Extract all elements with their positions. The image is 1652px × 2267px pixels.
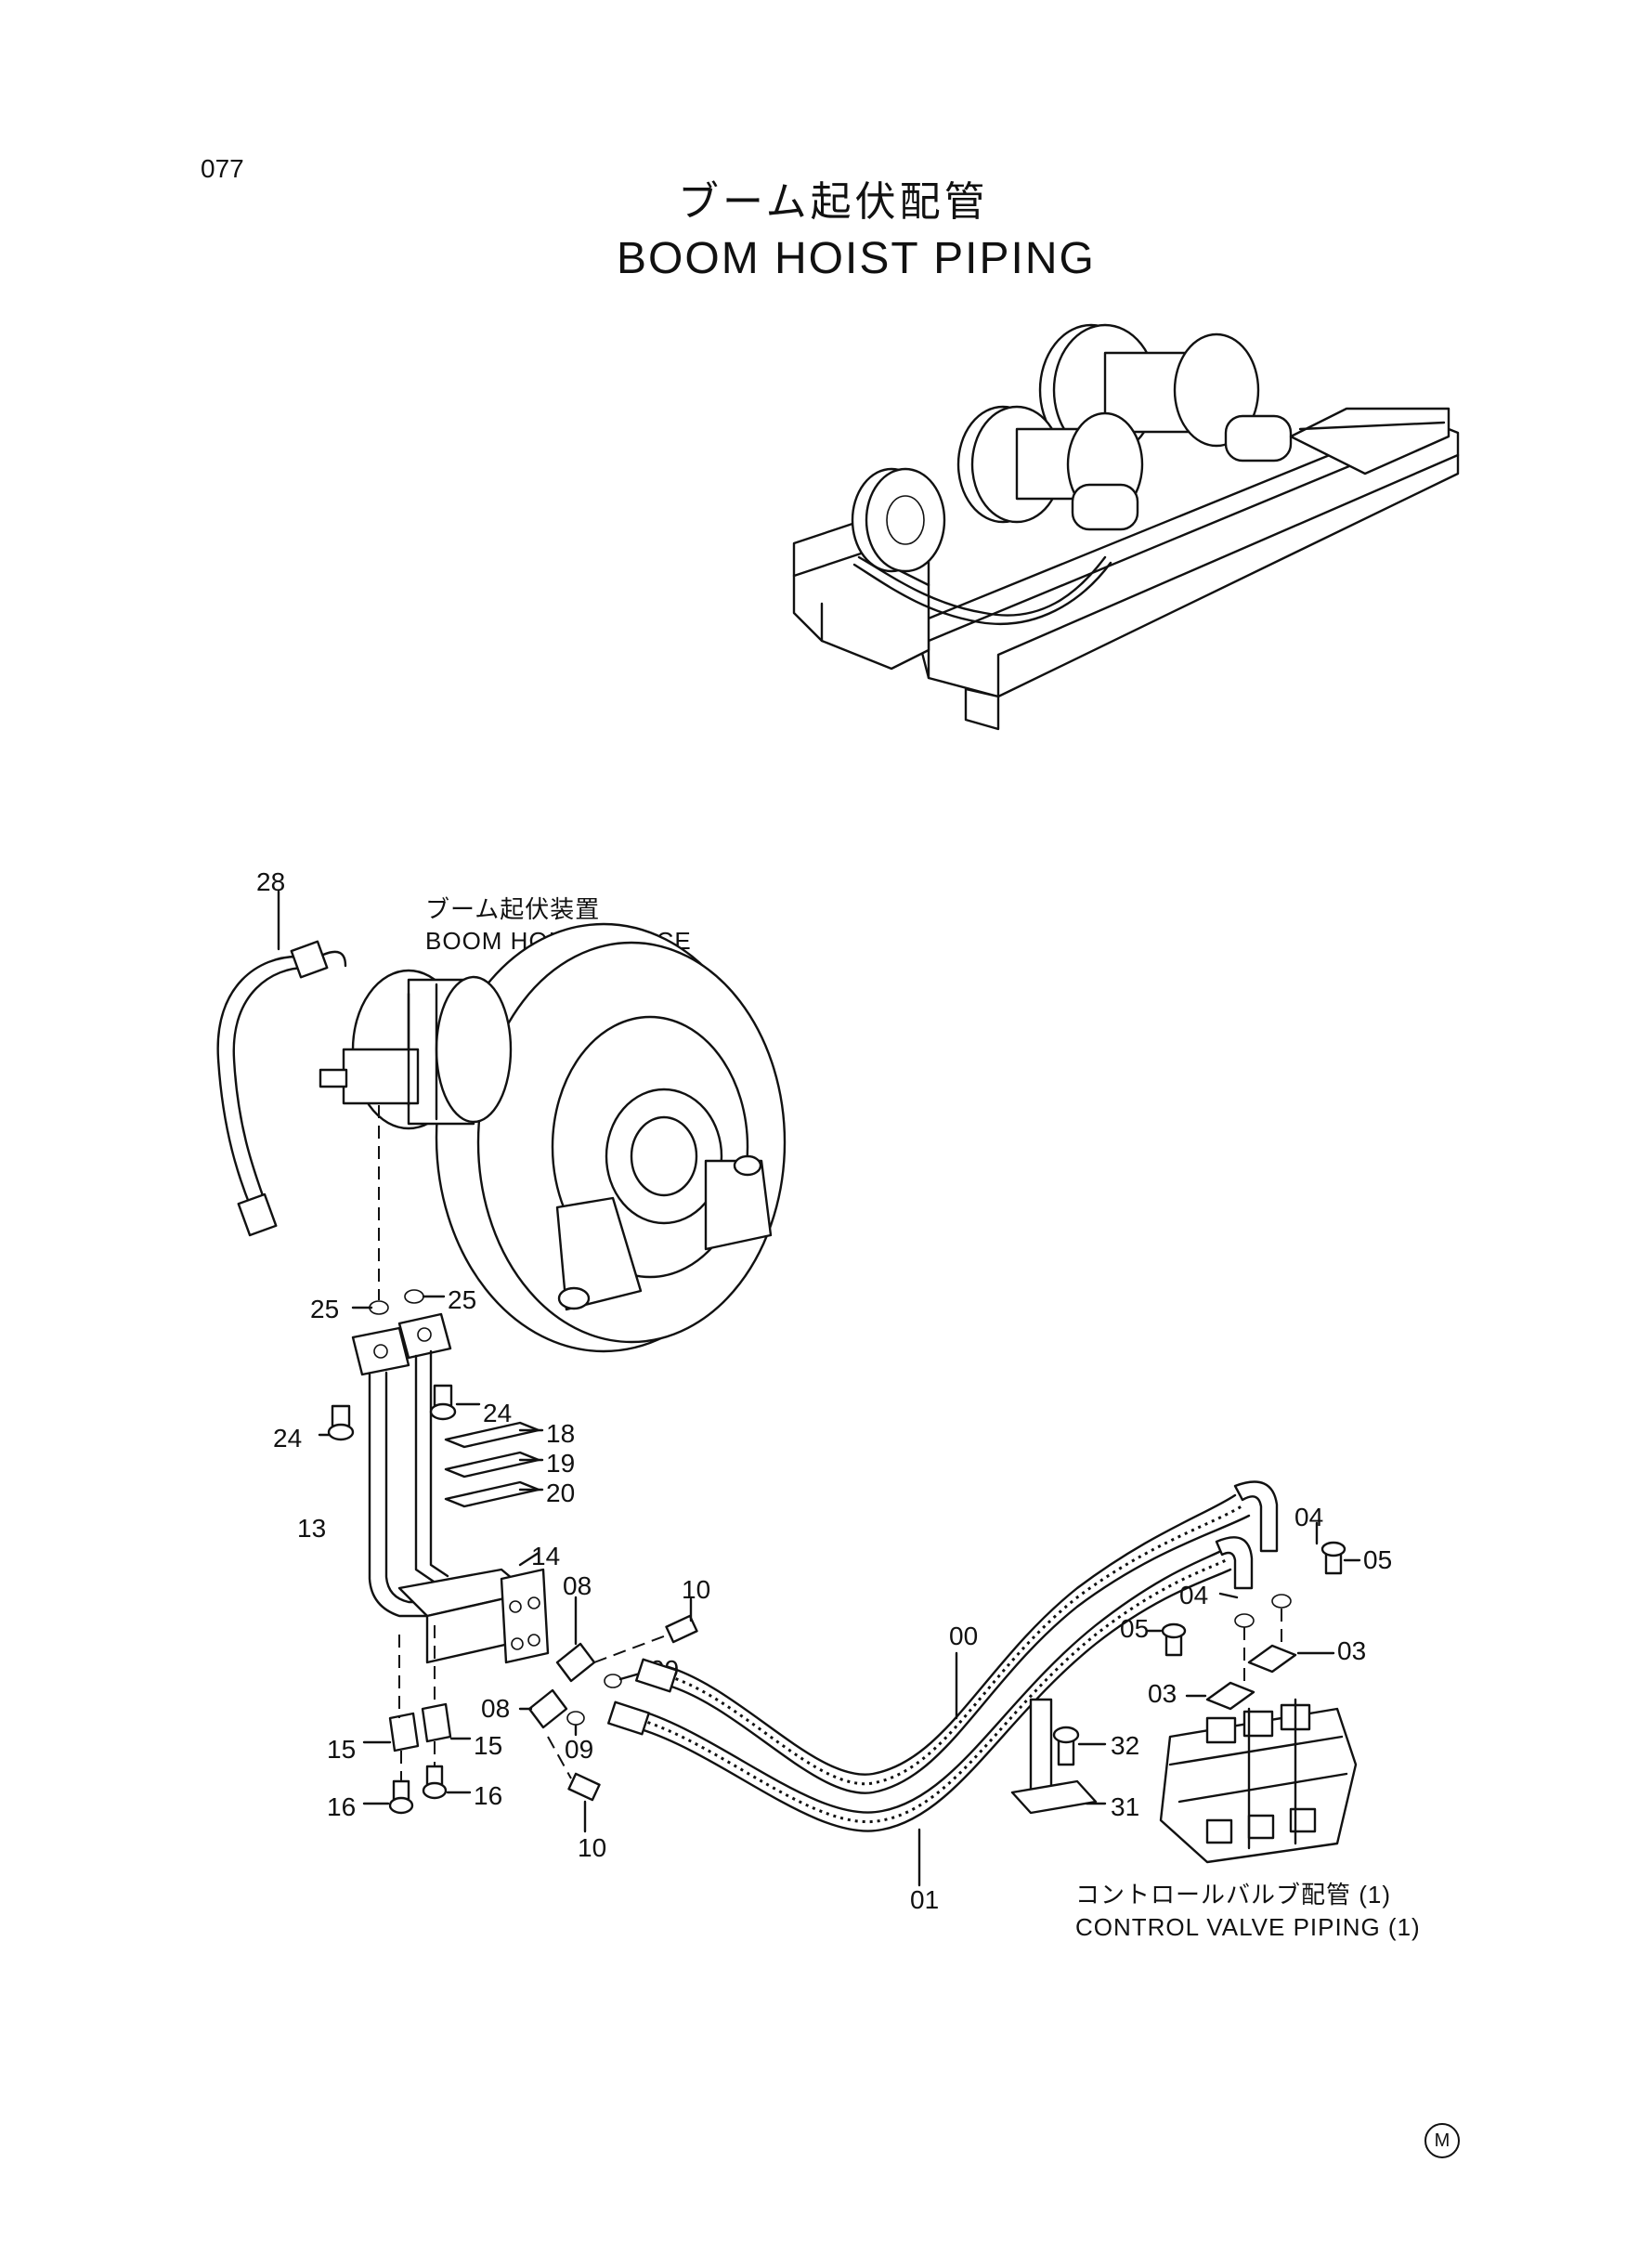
shims <box>444 1421 544 1508</box>
callout-20: 20 <box>546 1479 576 1507</box>
callout-01: 01 <box>910 1885 940 1914</box>
callout-10-top: 10 <box>682 1575 711 1604</box>
corner-mark: M <box>1424 2123 1460 2158</box>
page-title: BOOM HOIST PIPING <box>617 234 1096 283</box>
cv-flanges-03 <box>1146 1521 1361 1711</box>
hoses-00-01 <box>607 1480 1279 1887</box>
callout-16-right: 16 <box>474 1781 503 1810</box>
callout-25-left: 25 <box>310 1295 340 1323</box>
pipe-13 <box>351 1312 550 1664</box>
callout-00: 00 <box>949 1622 979 1650</box>
hose-28 <box>216 890 347 1237</box>
callout-15-left: 15 <box>327 1735 357 1764</box>
callout-31: 31 <box>1111 1792 1140 1821</box>
callout-15-right: 15 <box>474 1731 503 1760</box>
callout-14: 14 <box>531 1542 561 1570</box>
callout-19: 19 <box>546 1449 576 1478</box>
callout-08-bottom: 08 <box>481 1694 511 1723</box>
callout-03-right: 03 <box>1337 1636 1367 1665</box>
control-valve-piping-label: CONTROL VALVE PIPING (1) <box>1075 1913 1421 1941</box>
callout-25-right: 25 <box>448 1285 477 1314</box>
callout-16-left: 16 <box>327 1792 357 1821</box>
bolts-24 <box>318 1384 481 1441</box>
boom-hoist-device <box>319 922 787 1353</box>
callout-05-left: 05 <box>1120 1614 1150 1643</box>
callout-08-top: 08 <box>563 1571 592 1600</box>
callout-04-top: 04 <box>1294 1503 1324 1531</box>
callout-24-left: 24 <box>273 1424 303 1453</box>
winch-frame-overview <box>792 323 1460 731</box>
callout-32: 32 <box>1111 1731 1140 1760</box>
callout-09-bottom: 09 <box>565 1735 594 1764</box>
control-valve-block <box>1159 1698 1358 1864</box>
callout-13: 13 <box>297 1514 327 1543</box>
boom-hoist-device-label-jp: ブーム起伏装置 <box>425 895 601 923</box>
callout-10-bottom: 10 <box>578 1833 607 1862</box>
page-number: 077 <box>201 154 244 183</box>
callout-24-right: 24 <box>483 1399 513 1427</box>
clamps-15 <box>362 1625 472 1815</box>
title-japanese: ブーム起伏配管 <box>678 179 989 225</box>
stand-31 <box>1010 1698 1107 1815</box>
callout-28: 28 <box>256 867 286 896</box>
callout-18: 18 <box>546 1419 576 1448</box>
callout-04-left: 04 <box>1179 1581 1209 1609</box>
callout-03-left: 03 <box>1148 1679 1177 1708</box>
callout-05-right: 05 <box>1363 1545 1393 1574</box>
control-valve-piping-label-jp: コントロールバルブ配管 (1) <box>1075 1881 1392 1909</box>
